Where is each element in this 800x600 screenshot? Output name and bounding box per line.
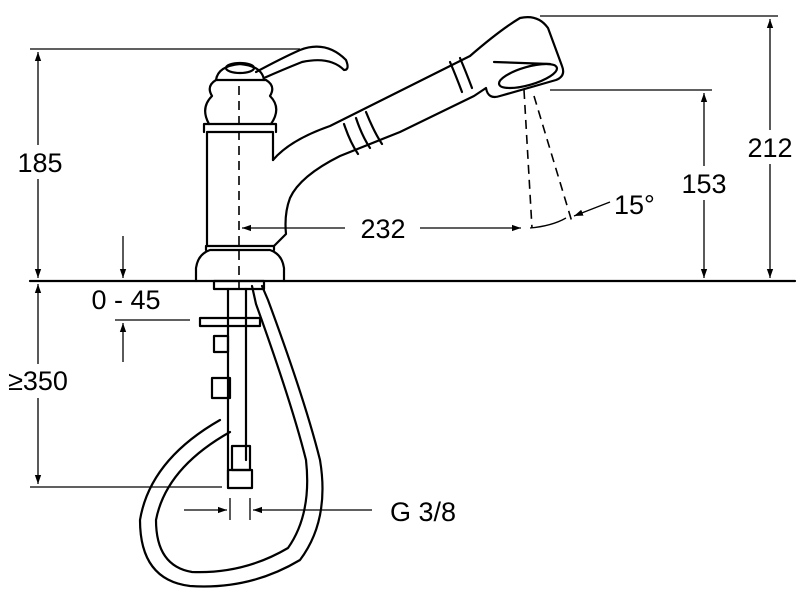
dimension-153-label: 153 — [681, 169, 726, 199]
dimension-212-label-bg — [740, 130, 800, 164]
dimension-spray-angle — [529, 201, 611, 229]
spout — [271, 16, 565, 248]
dimension-spray-angle-label: 15° — [614, 190, 655, 220]
dimension-deck-thickness — [115, 236, 190, 362]
dimension-212-label: 212 — [747, 133, 792, 163]
centre-lines — [238, 86, 573, 290]
dimension-185 — [30, 48, 300, 278]
faucet-body — [194, 45, 349, 283]
dimension-deck-thickness-label: 0 - 45 — [91, 285, 160, 315]
dimension-hose-clearance-label-bg — [0, 364, 80, 398]
dimension-185-label: 185 — [17, 148, 62, 178]
dimension-connection-thread-label: G 3/8 — [390, 497, 456, 527]
dimension-153-label-bg — [672, 166, 736, 200]
dimension-reach-label: 232 — [360, 214, 405, 244]
dimension-hose-clearance-label: ≥350 — [8, 366, 68, 396]
dimension-185-label-bg — [8, 145, 68, 179]
dimension-connection-thread — [184, 498, 372, 520]
supply-fittings — [138, 279, 324, 588]
